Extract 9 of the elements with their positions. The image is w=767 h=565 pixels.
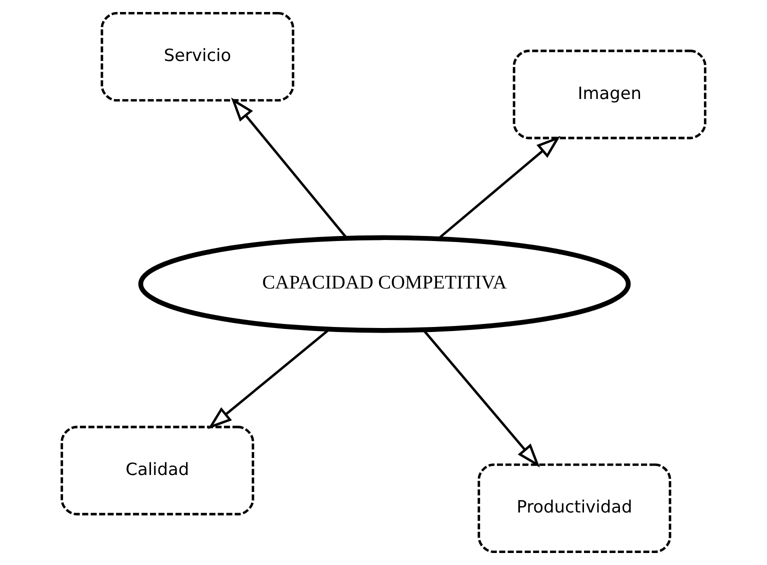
arrow [208, 328, 330, 430]
node-ellipse: CAPACIDAD COMPETITIVA [138, 235, 631, 333]
arrow [231, 98, 348, 239]
node-box: Productividad [478, 464, 672, 553]
arrow [438, 136, 560, 240]
arrow [422, 329, 540, 468]
node-box: Calidad [60, 426, 254, 516]
node-box: Imagen [512, 50, 706, 140]
node-box: Servicio [100, 12, 294, 102]
